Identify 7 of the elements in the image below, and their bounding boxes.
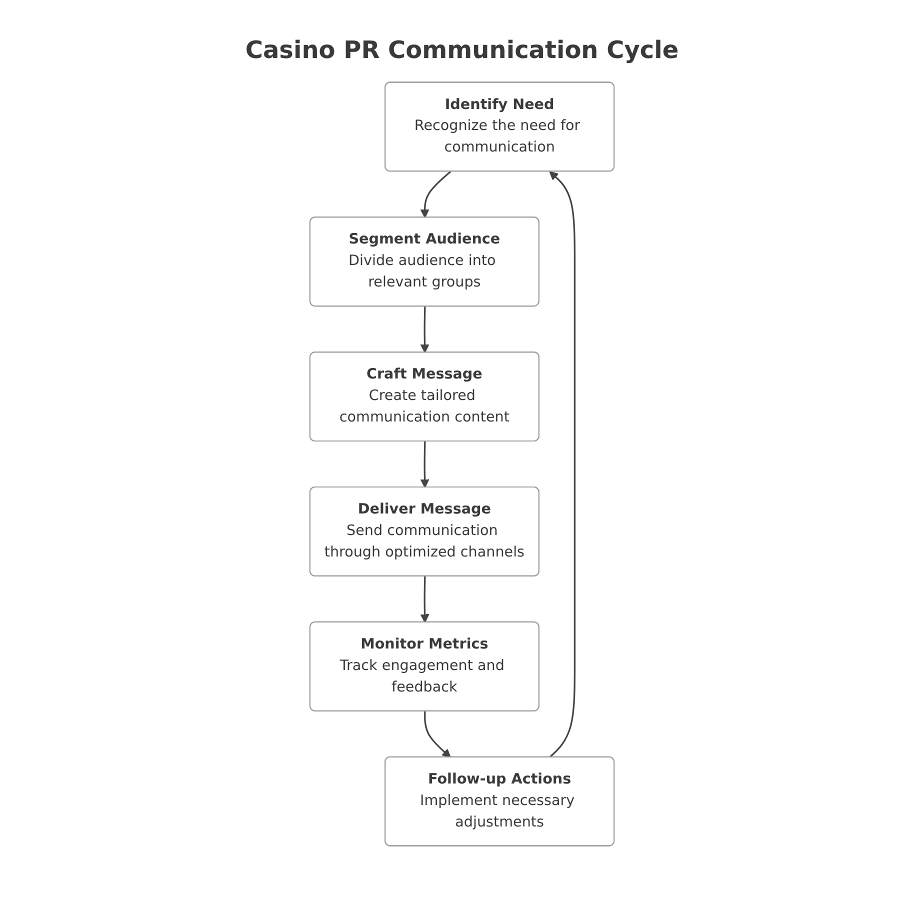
arrow	[420, 306, 430, 353]
arrow	[420, 171, 452, 218]
arrow	[424, 711, 451, 758]
arrow	[420, 576, 430, 623]
arrow	[549, 171, 576, 758]
diagram-title: Casino PR Communication Cycle	[245, 36, 679, 64]
arrow	[420, 442, 430, 488]
